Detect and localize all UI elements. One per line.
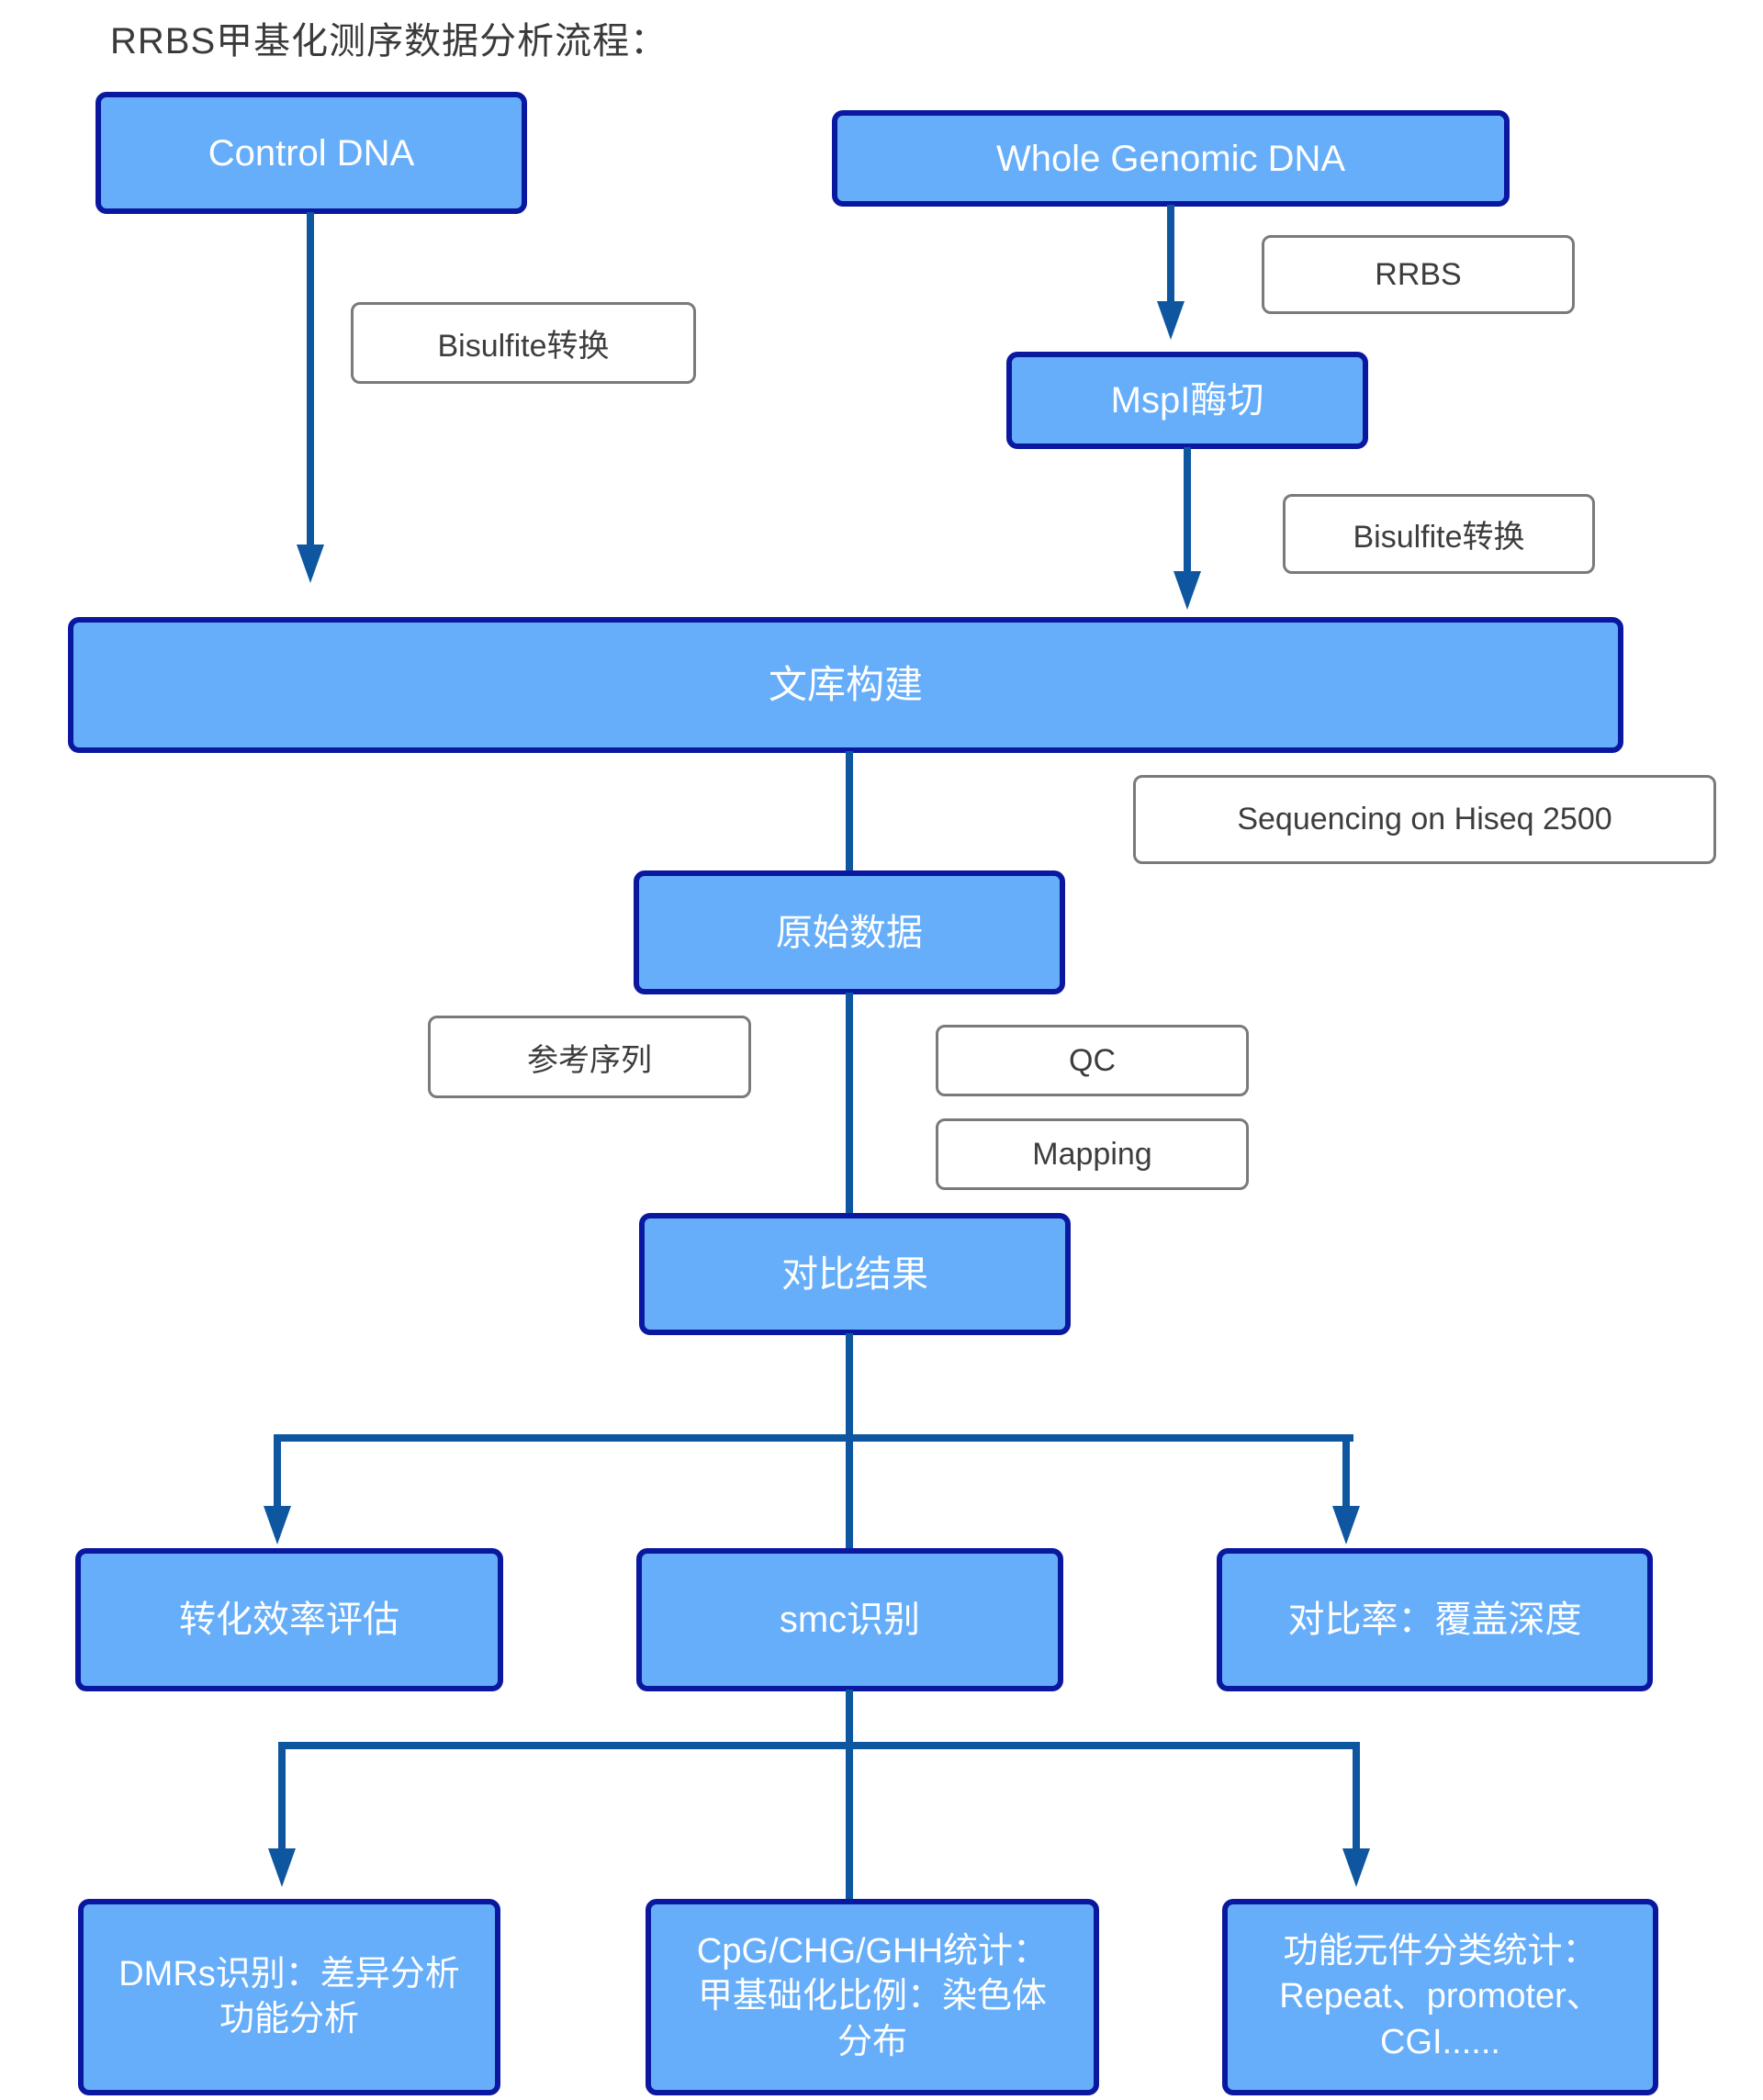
step-label-rrbs: RRBS (1262, 235, 1575, 314)
page-title: RRBS甲基化测序数据分析流程： (110, 21, 668, 62)
step-label-bisulfite-conversion-left-text: Bisulfite转换 (437, 329, 610, 364)
node-whole-genomic-dna-label: Whole Genomic DNA (995, 138, 1346, 179)
node-library-construction-label: 文库构建 (768, 662, 923, 706)
node-functional-elements-line1: 功能元件分类统计： (1283, 1931, 1598, 1971)
arrow-down-icon (1332, 1506, 1360, 1544)
node-mspi-digestion-label: MspI酶切 (1110, 380, 1264, 421)
connector-branch2-horizontal (278, 1742, 1360, 1749)
node-dmrs-line1: DMRs识别：差异分析 (118, 1954, 460, 1993)
node-alignment-rate-label: 对比率：覆盖深度 (1287, 1600, 1582, 1640)
node-control-dna-label: Control DNA (208, 132, 415, 174)
node-dmrs-line2: 功能分析 (219, 2000, 359, 2038)
node-cpg-stats-line3: 分布 (837, 2022, 907, 2061)
connector-mspi-to-library (1184, 447, 1191, 573)
step-label-rrbs-text: RRBS (1375, 256, 1462, 292)
connector-smc-to-cpg-stats (846, 1690, 853, 1901)
node-cpg-stats-line2: 甲基础化比例：染色体 (697, 1977, 1047, 2016)
connector-alignment-result-to-smc (846, 1333, 853, 1550)
node-functional-elements: 功能元件分类统计： Repeat、promoter、 CGI...... (1222, 1899, 1658, 2095)
step-label-bisulfite-conversion-right: Bisulfite转换 (1283, 494, 1595, 574)
arrow-down-icon (1342, 1848, 1370, 1887)
step-label-bisulfite-conversion-left: Bisulfite转换 (351, 302, 696, 384)
node-conversion-efficiency: 转化效率评估 (75, 1548, 503, 1691)
arrow-down-icon (268, 1848, 296, 1887)
arrow-down-icon (264, 1506, 291, 1544)
node-control-dna: Control DNA (95, 92, 527, 214)
connector-branch1-to-alignment-rate (1342, 1434, 1350, 1508)
node-library-construction: 文库构建 (68, 617, 1623, 753)
step-label-qc: QC (936, 1025, 1249, 1096)
step-label-sequencing-text: Sequencing on Hiseq 2500 (1237, 802, 1612, 837)
node-dmrs: DMRs识别：差异分析 功能分析 (78, 1899, 500, 2095)
arrow-down-icon (1173, 571, 1201, 610)
step-label-qc-text: QC (1069, 1042, 1116, 1078)
node-functional-elements-line3: CGI...... (1380, 2022, 1500, 2061)
node-functional-elements-line2: Repeat、promoter、 (1279, 1977, 1601, 2016)
step-label-reference-sequence-text: 参考序列 (527, 1042, 652, 1078)
connector-raw-data-to-alignment-result (846, 993, 853, 1215)
arrow-down-icon (1157, 301, 1185, 340)
node-alignment-result-label: 对比结果 (781, 1253, 928, 1295)
connector-branch2-to-dmrs (278, 1742, 286, 1850)
connector-branch2-to-functional (1353, 1742, 1360, 1850)
node-whole-genomic-dna: Whole Genomic DNA (832, 110, 1510, 207)
connector-whole-genomic-to-mspi (1167, 205, 1174, 303)
node-smc-identification-label: smc识别 (779, 1600, 921, 1640)
step-label-reference-sequence: 参考序列 (428, 1016, 751, 1098)
step-label-mapping-text: Mapping (1032, 1136, 1152, 1172)
node-alignment-result: 对比结果 (639, 1213, 1071, 1335)
step-label-mapping: Mapping (936, 1118, 1249, 1190)
step-label-bisulfite-conversion-right-text: Bisulfite转换 (1353, 520, 1525, 555)
node-raw-data: 原始数据 (634, 870, 1065, 994)
node-cpg-stats: CpG/CHG/GHH统计： 甲基础化比例：染色体 分布 (646, 1899, 1099, 2095)
connector-library-to-raw-data (846, 751, 853, 872)
connector-control-dna-to-library (307, 212, 314, 546)
arrow-down-icon (297, 545, 324, 583)
node-alignment-rate: 对比率：覆盖深度 (1217, 1548, 1653, 1691)
node-cpg-stats-line1: CpG/CHG/GHH统计： (696, 1931, 1049, 1971)
connector-branch1-horizontal (274, 1434, 1353, 1442)
node-conversion-efficiency-label: 转化效率评估 (179, 1600, 399, 1640)
step-label-sequencing: Sequencing on Hiseq 2500 (1133, 775, 1716, 864)
node-raw-data-label: 原始数据 (776, 912, 923, 953)
node-mspi-digestion: MspI酶切 (1006, 352, 1368, 449)
connector-branch1-to-conversion (274, 1434, 281, 1508)
node-smc-identification: smc识别 (636, 1548, 1063, 1691)
